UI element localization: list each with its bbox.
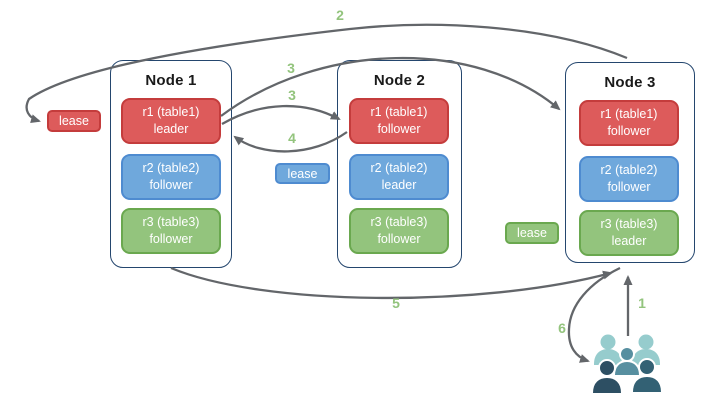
node-2-replica-r3: r3 (table3) follower: [349, 208, 449, 254]
node-1-replica-r3: r3 (table3) follower: [121, 208, 221, 254]
step-label-2: 2: [336, 7, 344, 23]
node-2-replica-r1: r1 (table1) follower: [349, 98, 449, 144]
node-1: Node 1 r1 (table1) leader r2 (table2) fo…: [110, 60, 232, 268]
replica-label: r2 (table2): [370, 161, 428, 176]
node-1-replica-r2: r2 (table2) follower: [121, 154, 221, 200]
replica-label: r3 (table3): [370, 215, 428, 230]
step-label-6: 6: [558, 320, 566, 336]
replica-role: follower: [149, 178, 193, 192]
replica-label: r2 (table2): [600, 163, 658, 178]
users-front-right-person: [631, 358, 663, 394]
replica-role: follower: [607, 180, 651, 194]
lease-tag-blue: lease: [275, 163, 330, 184]
lease-tag-red: lease: [47, 110, 101, 132]
lease-tag-green: lease: [505, 222, 559, 244]
step-label-3-to-node3: 3: [287, 60, 295, 76]
node-1-title: Node 1: [145, 72, 197, 89]
replica-role: follower: [149, 232, 193, 246]
node-2-title: Node 2: [373, 72, 426, 89]
replica-label: r1 (table1): [600, 107, 658, 122]
arrow-step3-node1-to-node2: [221, 104, 341, 125]
replica-label: r1 (table1): [142, 105, 200, 120]
node-3-replica-r3: r3 (table3) leader: [579, 210, 679, 256]
replica-role: leader: [611, 234, 647, 248]
node-1-replica-r1: r1 (table1) leader: [121, 98, 221, 144]
users-icon: [591, 334, 663, 395]
replica-role: leader: [153, 122, 189, 136]
node-3-title: Node 3: [604, 74, 656, 91]
replica-role: follower: [377, 232, 421, 246]
replica-label: r2 (table2): [142, 161, 200, 176]
node-2-replica-r2: r2 (table2) leader: [349, 154, 449, 200]
step-label-1: 1: [638, 295, 646, 311]
arrow-step5-node1-to-node3: [170, 266, 613, 300]
node-3-replica-r2: r2 (table2) follower: [579, 156, 679, 202]
node-2: Node 2 r1 (table1) follower r2 (table2) …: [337, 60, 462, 268]
users-middle-person: [613, 346, 641, 377]
replica-role: follower: [377, 122, 421, 136]
replica-role: follower: [607, 124, 651, 138]
replica-label: r3 (table3): [600, 217, 658, 232]
step-label-5: 5: [392, 295, 400, 311]
node-3-replica-r1: r1 (table1) follower: [579, 100, 679, 146]
step-label-4: 4: [288, 130, 296, 146]
node-3: Node 3 r1 (table1) follower r2 (table2) …: [565, 62, 695, 263]
replica-label: r1 (table1): [370, 105, 428, 120]
replica-role: leader: [381, 178, 417, 192]
step-label-3-to-node2: 3: [288, 87, 296, 103]
replica-label: r3 (table3): [142, 215, 200, 230]
